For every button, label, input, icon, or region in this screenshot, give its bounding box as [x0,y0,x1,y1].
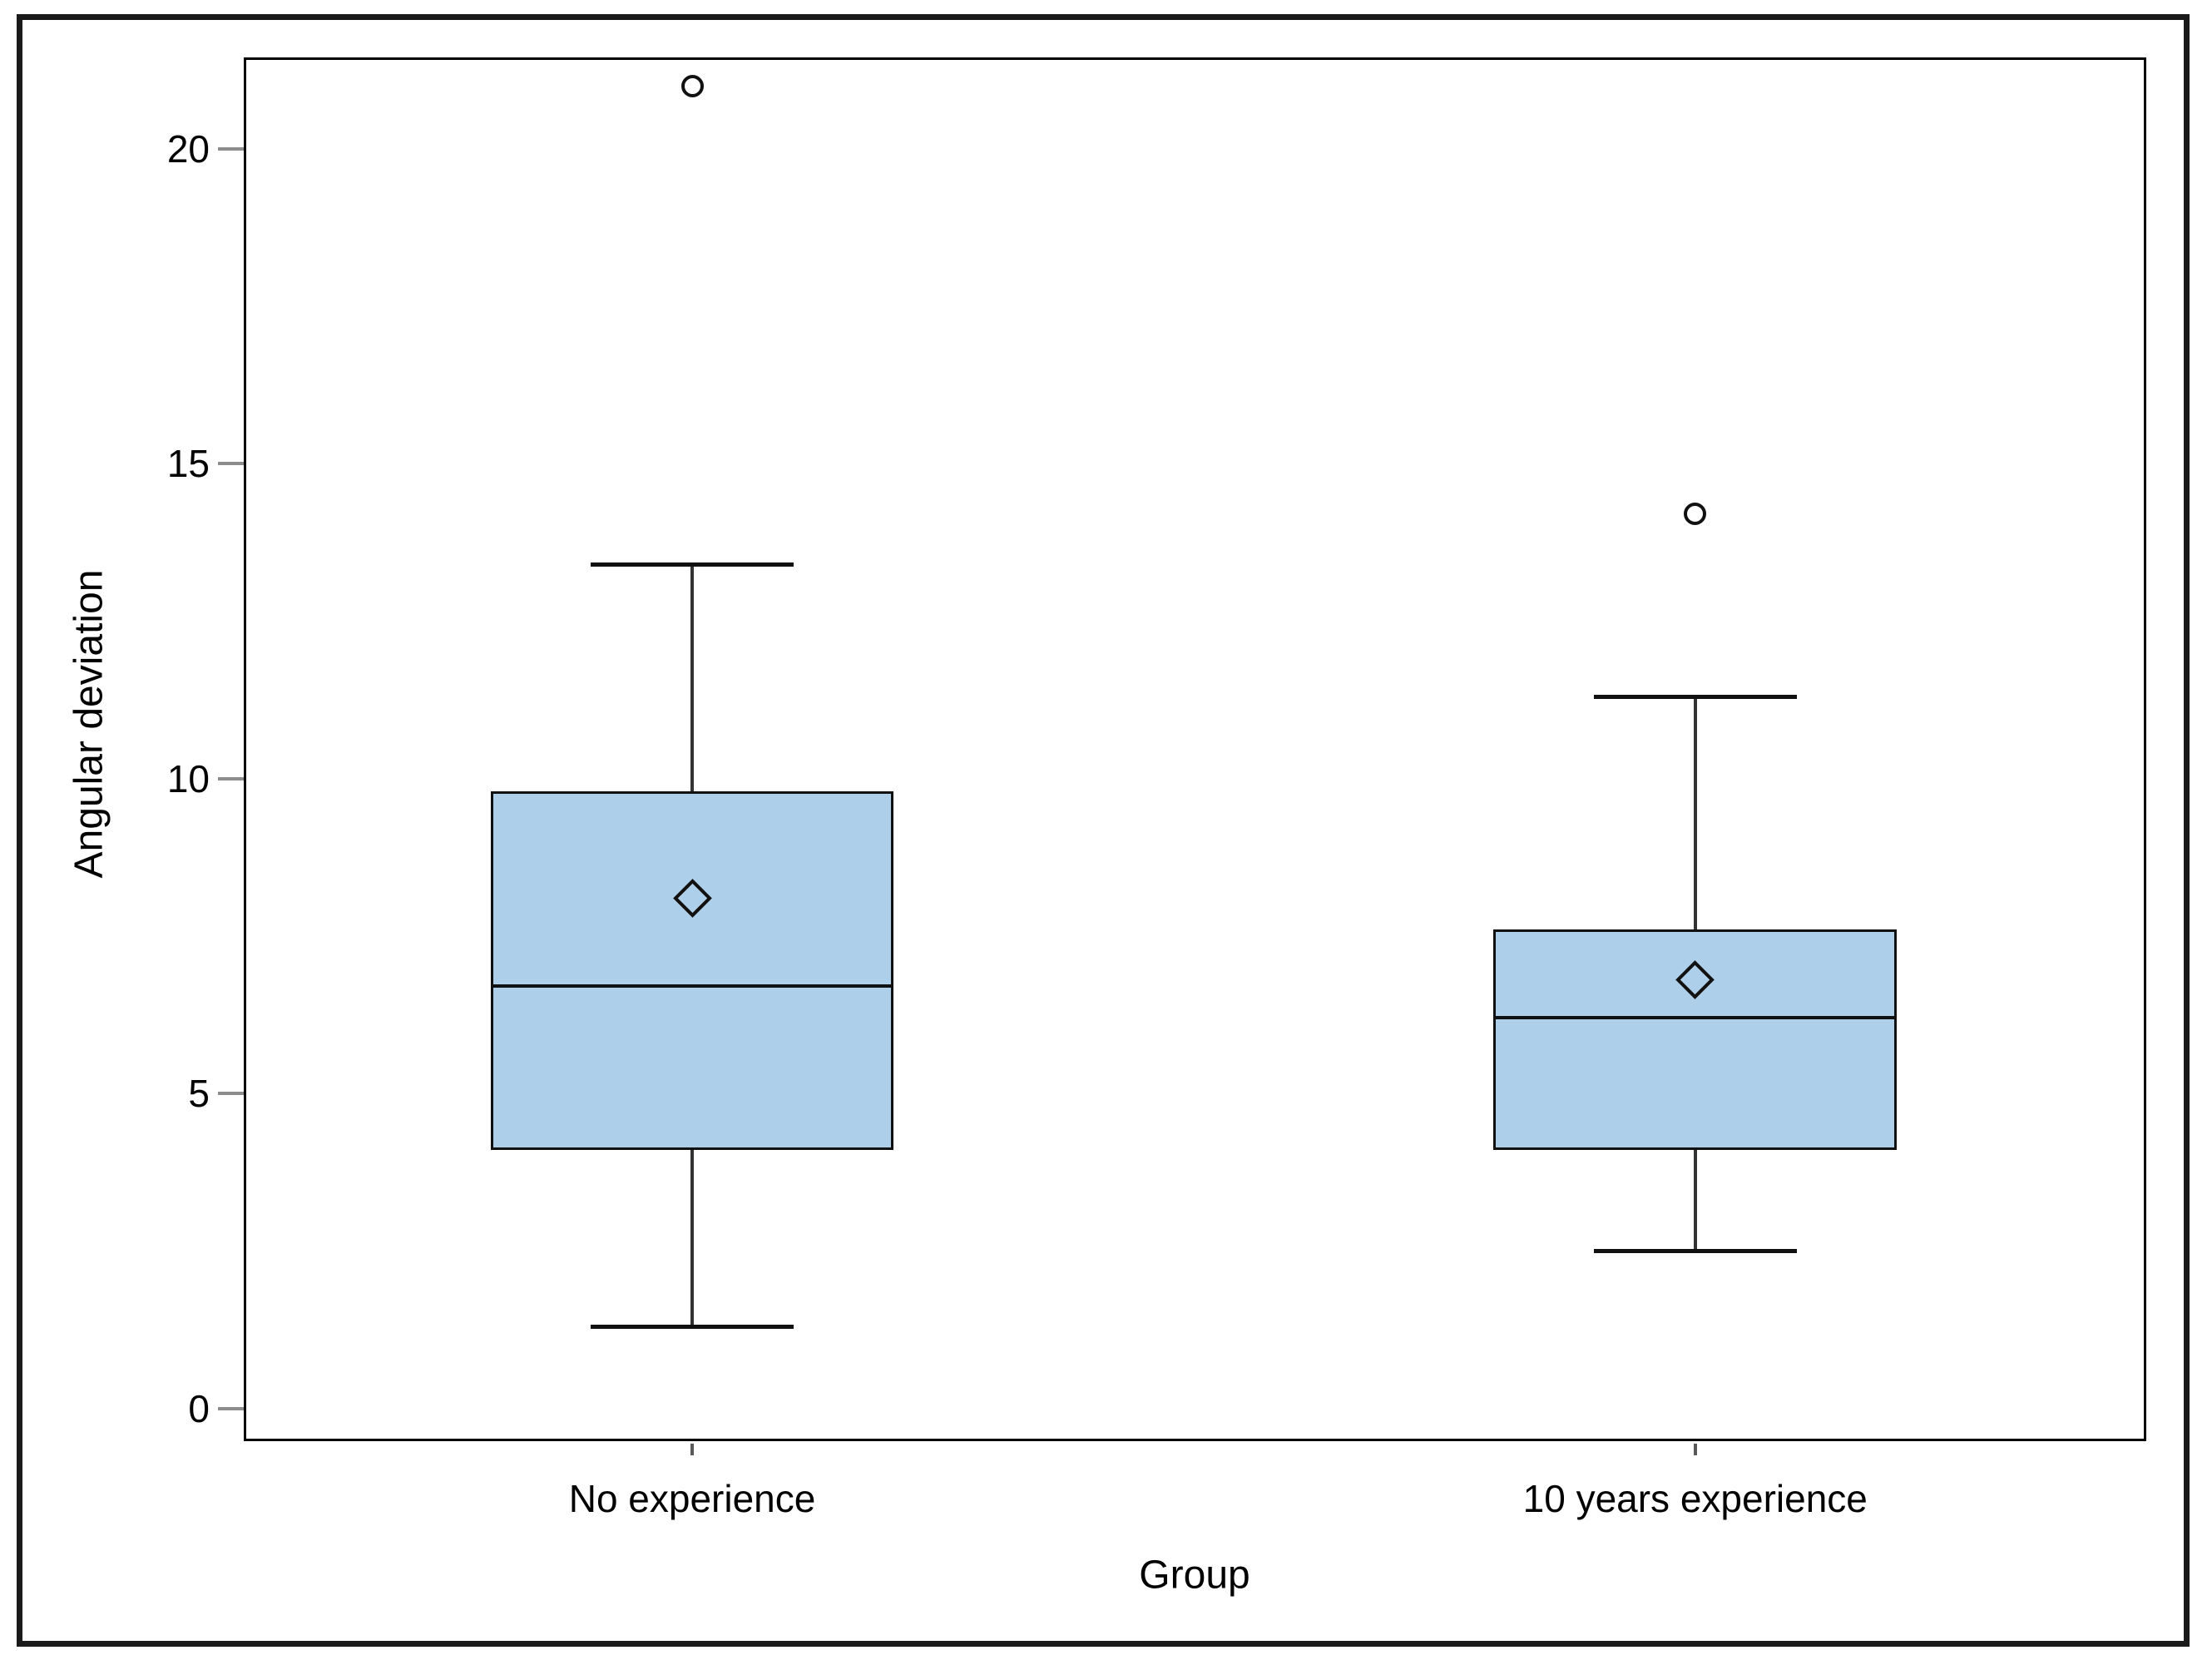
outlier-point [680,74,704,97]
upper-whisker-cap [1593,694,1797,699]
y-tick-mark [218,1092,244,1096]
lower-whisker-line [1693,1150,1697,1251]
upper-whisker-line [1693,696,1697,930]
x-category-label: No experience [568,1477,816,1520]
upper-whisker-line [690,564,695,791]
upper-whisker-cap [591,562,794,567]
box-rect [1493,929,1898,1151]
y-tick-label: 0 [188,1386,210,1430]
y-tick-label: 5 [188,1072,210,1116]
outlier-point [1684,503,1707,526]
y-tick-label: 15 [166,442,210,486]
plot-frame [244,57,2146,1441]
lower-whisker-line [690,1150,695,1327]
y-axis-title: Angular deviation [67,569,111,879]
x-category-label: 10 years experience [1522,1477,1868,1520]
y-tick-label: 20 [166,126,210,171]
y-tick-label: 10 [166,756,210,800]
y-tick-mark [218,1406,244,1410]
x-axis-title: Group [1139,1553,1250,1598]
x-tick-mark [690,1444,695,1455]
lower-whisker-cap [1593,1248,1797,1253]
median-line [490,984,894,989]
box-rect [490,790,894,1151]
median-line [1493,1016,1898,1020]
y-tick-mark [218,462,244,466]
y-tick-mark [218,776,244,780]
x-tick-mark [1693,1444,1697,1455]
y-tick-mark [218,146,244,151]
lower-whisker-cap [591,1324,794,1329]
plot-area [244,57,2146,1441]
chart-outer-border [17,14,2190,1647]
